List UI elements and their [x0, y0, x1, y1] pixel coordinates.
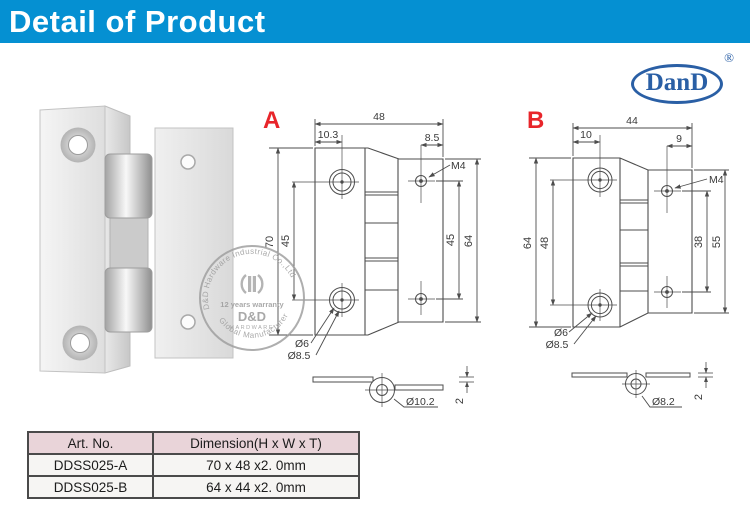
stamp-warranty-text: 12 years warranty — [220, 300, 284, 309]
stamp-brand-sub-text: HARDWARE — [230, 325, 274, 331]
cell-dimension: 64 x 44 x2. 0mm — [152, 475, 360, 499]
dim-spacing-right-a: 45 — [445, 234, 457, 246]
spec-table: Art. No. Dimension(H x W x T) DDSS025-A … — [27, 431, 360, 499]
dim-height-right-a: 64 — [463, 235, 475, 247]
brand-logo: DanD ® — [631, 50, 734, 104]
cell-art-no: DDSS025-B — [27, 475, 154, 499]
logo-text: DanD — [645, 69, 709, 96]
thickness-label-b: 2 — [693, 394, 705, 400]
side-view-b — [571, 362, 713, 408]
dim-spacing-left-b: 48 — [539, 237, 551, 249]
product-photo — [39, 105, 234, 374]
holes-b — [550, 135, 681, 321]
hole-outer-label-b: Ø8.5 — [546, 339, 569, 351]
table-row: DDSS025-A 70 x 48 x2. 0mm — [27, 453, 360, 477]
view-label-a: A — [263, 107, 280, 134]
spec-table-header-row: Art. No. Dimension(H x W x T) — [27, 431, 360, 455]
dim-offset-left-b: 10 — [580, 129, 592, 141]
dim-width-total-b: 44 — [626, 115, 638, 127]
cell-dimension: 70 x 48 x2. 0mm — [152, 453, 360, 477]
thread-label-a: M4 — [451, 160, 466, 172]
technical-drawing-b: B — [522, 107, 729, 408]
page-header-banner: Detail of Product — [0, 0, 750, 43]
view-label-b: B — [527, 107, 544, 134]
hinge-photo-shapes — [39, 105, 234, 374]
technical-drawing-a: A — [263, 107, 481, 408]
dimension-lines-b — [529, 123, 729, 345]
dim-offset-left-a: 10.3 — [318, 129, 339, 141]
dim-width-total-a: 48 — [373, 111, 385, 123]
thickness-label-a: 2 — [454, 398, 466, 404]
cell-art-no: DDSS025-A — [27, 453, 154, 477]
knuckle-dia-label-b: Ø8.2 — [652, 396, 675, 408]
dimension-labels-a: 48 10.3 8.5 M4 70 45 45 64 Ø6 Ø8.5 — [264, 111, 475, 362]
stamp-logo-icon — [240, 274, 264, 294]
hole-outer-label-a: Ø8.5 — [288, 350, 311, 362]
hole-inner-label-a: Ø6 — [295, 338, 309, 350]
page-title: Detail of Product — [9, 4, 266, 39]
stamp-border — [199, 245, 305, 351]
dim-height-left-b: 64 — [522, 237, 534, 249]
watermark-stamp: D&D Hardware Industrial Co.,Ltd Global M… — [199, 245, 305, 351]
registered-trademark-icon: ® — [724, 50, 734, 65]
stamp-brand-text: D&D — [238, 309, 266, 324]
dimension-lines-a — [269, 119, 481, 356]
knuckle-dia-label-a: Ø10.2 — [406, 396, 435, 408]
col-header-art-no: Art. No. — [27, 431, 154, 455]
col-header-dimension: Dimension(H x W x T) — [152, 431, 360, 455]
logo-oval: DanD — [631, 64, 723, 104]
table-row: DDSS025-B 64 x 44 x2. 0mm — [27, 475, 360, 499]
side-view-a — [312, 366, 474, 408]
dim-spacing-right-b: 38 — [693, 236, 705, 248]
dim-offset-right-b: 9 — [676, 133, 682, 145]
hinge-outline-a — [314, 147, 444, 336]
dim-height-left-a: 70 — [264, 236, 276, 248]
holes-a — [292, 135, 435, 317]
dim-offset-right-a: 8.5 — [425, 132, 440, 144]
hole-inner-label-b: Ø6 — [554, 327, 568, 339]
dim-height-right-b: 55 — [711, 236, 723, 248]
dimension-labels-b: 44 10 9 M4 64 48 38 55 Ø6 Ø8.5 — [522, 115, 724, 351]
thread-label-b: M4 — [709, 174, 724, 186]
hinge-outline-b — [572, 157, 693, 328]
dim-spacing-left-a: 45 — [280, 235, 292, 247]
